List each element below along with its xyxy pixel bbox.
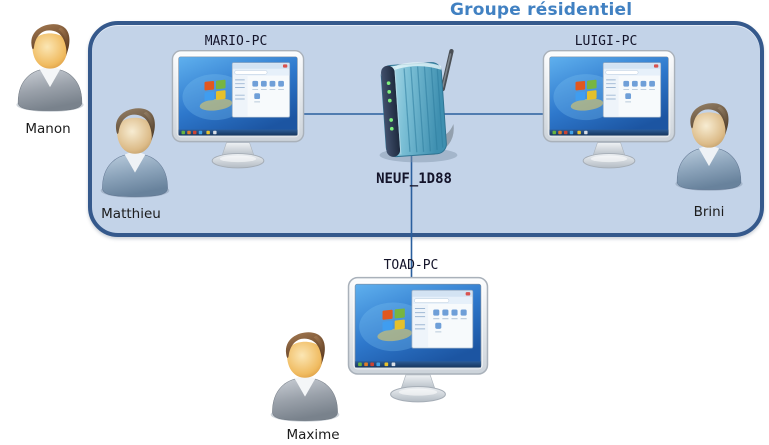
user-icon: [8, 20, 92, 114]
group-title: Groupe résidentiel: [450, 0, 633, 20]
user-node-maxime[interactable]: [262, 328, 348, 424]
user-label-brini: Brini: [693, 204, 725, 220]
user-node-brini[interactable]: [667, 99, 751, 193]
user-label-matthieu: Matthieu: [101, 206, 161, 222]
computer-label-luigi-pc: LUIGI-PC: [574, 34, 638, 49]
computer-icon: [347, 276, 489, 406]
computer-icon: [171, 49, 305, 172]
user-label-maxime: Maxime: [286, 427, 340, 443]
user-icon: [262, 328, 348, 424]
user-node-manon[interactable]: [8, 20, 92, 114]
user-node-matthieu[interactable]: [92, 104, 178, 200]
computer-node-toad-pc[interactable]: [347, 276, 489, 406]
router-label: NEUF_1D88: [376, 171, 452, 187]
user-icon: [667, 99, 751, 193]
user-icon: [92, 104, 178, 200]
computer-node-mario-pc[interactable]: [171, 49, 305, 172]
router-node-neuf-1d88[interactable]: [366, 48, 468, 167]
user-label-manon: Manon: [25, 121, 71, 137]
computer-node-luigi-pc[interactable]: [542, 49, 676, 172]
computer-icon: [542, 49, 676, 172]
router-icon: [366, 48, 468, 167]
computer-label-toad-pc: TOAD-PC: [383, 258, 439, 273]
computer-label-mario-pc: MARIO-PC: [204, 34, 268, 49]
